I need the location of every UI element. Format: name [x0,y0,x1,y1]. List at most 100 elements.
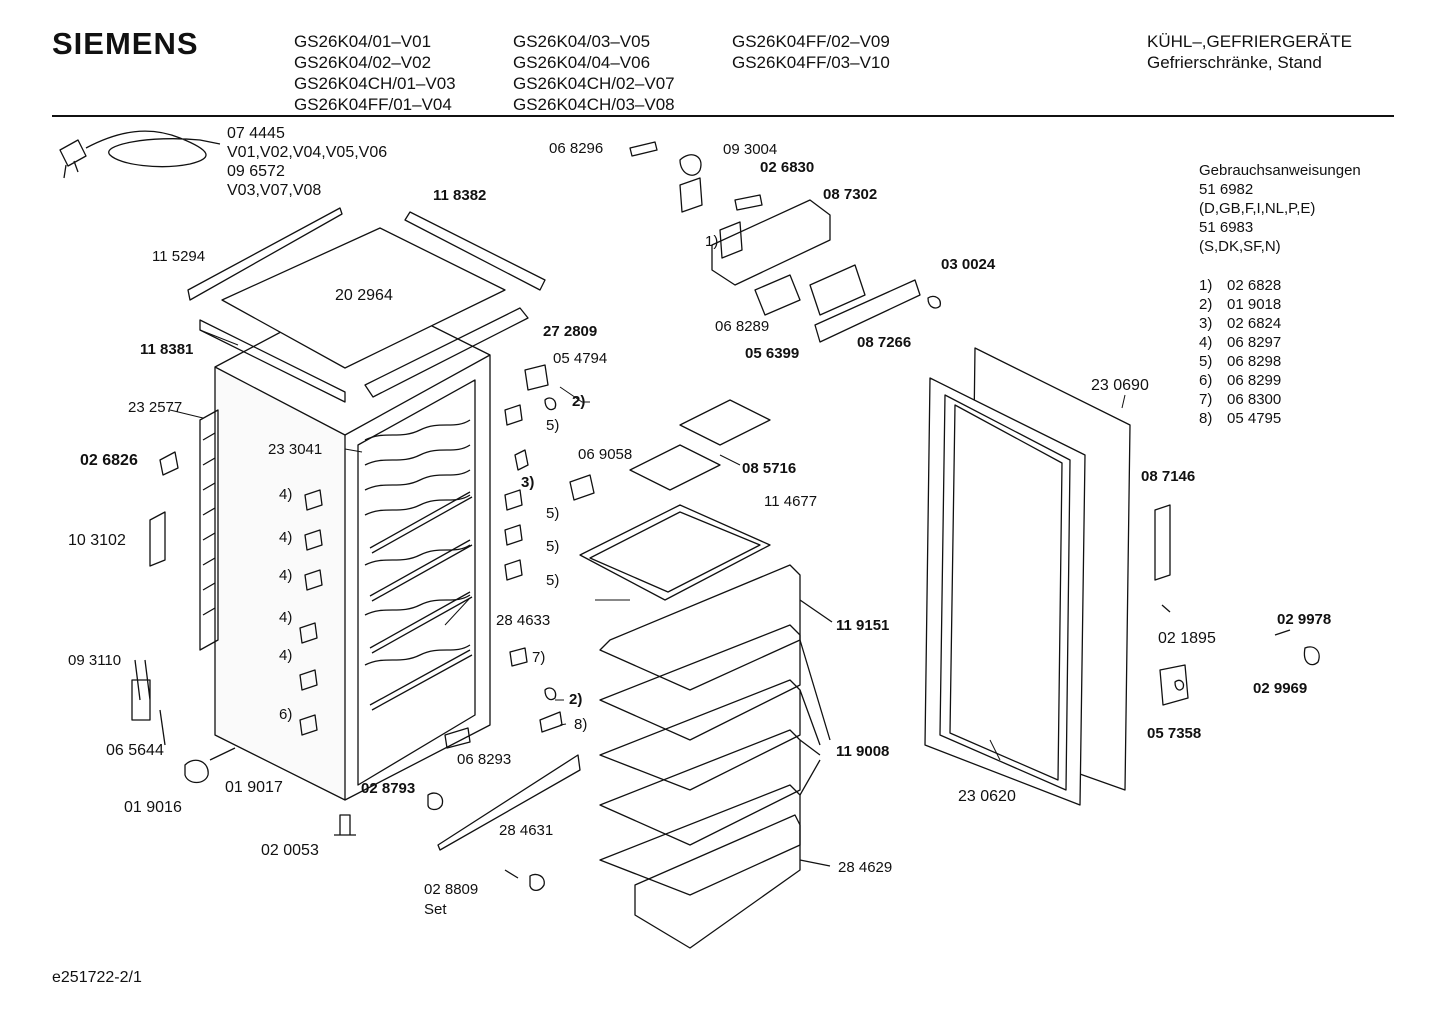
drawers-drawing [599,564,833,949]
footnote-row: 2)01 9018 [1199,295,1281,314]
footnote-row: 8)05 4795 [1199,409,1281,428]
part-label: 27 2809 [543,323,598,340]
footnote-row: 6) 06 8299 [1199,371,1281,390]
model-column-2: GS26K04/03–V05 GS26K04/04–V06 GS26K04CH/… [513,31,675,115]
header-rule [52,115,1394,117]
part-label: 08 7266 [857,334,912,351]
part-number: 09 6572 [227,163,285,180]
model-number: GS26K04/01–V01 [294,32,432,51]
part-label: 05 4794 [553,350,608,367]
part-label: 11 8381 [140,341,194,358]
part-label: 02 9969 [1253,680,1308,697]
part-label: 05 6399 [745,345,800,362]
part-label: 05 7358 [1147,725,1202,742]
category-heading: KÜHL–,GEFRIERGERÄTE Gefrierschränke, Sta… [1147,31,1352,73]
document-id: e251722-2/1 [52,969,142,986]
part-label: 28 4631 [499,822,554,839]
model-number: GS26K04/03–V05 [513,32,651,51]
variant-list: V03,V07,V08 [227,182,322,199]
part-label: 03 0024 [941,256,996,273]
callout-marker: 6) [279,706,293,723]
cable-part-label: 07 4445 V01,V02,V04,V05,V06 09 6572 V03,… [227,124,387,200]
hardware-drawings [131,364,595,892]
footnote-part: 05 4795 [1227,410,1282,427]
part-label: 23 2577 [128,399,183,416]
manuals-title: Gebrauchsanweisungen [1199,162,1361,179]
part-label: 28 4629 [838,859,893,876]
manuals-block: Gebrauchsanweisungen 51 6982 (D,GB,F,I,N… [1199,161,1361,256]
callout-marker: 2) [569,691,583,708]
callout-marker: 8) [574,716,588,733]
manual-number: 51 6982 [1199,181,1254,198]
footnote-key: 7) [1199,391,1213,408]
part-label: 06 8293 [457,751,512,768]
category-subtitle: Gefrierschränke, Stand [1147,53,1322,72]
model-number: GS26K04/04–V06 [513,53,651,72]
power-cable-drawing [59,130,221,179]
model-number: GS26K04FF/01–V04 [294,95,452,114]
footnote-part: 06 8299 [1227,372,1282,389]
callout-marker: 4) [279,647,293,664]
callout-marker: 5) [546,417,560,434]
part-label: 23 3041 [268,441,323,458]
part-label: 02 6826 [80,452,138,469]
footnote-row: 1) 02 6828 [1199,276,1281,295]
manual-number: 51 6983 [1199,219,1254,236]
part-label: 01 9017 [225,779,283,796]
callout-marker: 4) [279,609,293,626]
footnote-part: 02 6824 [1227,315,1282,332]
callout-marker: 7) [532,649,546,666]
part-label: 28 4633 [496,612,551,629]
manual-languages: (S,DK,SF,N) [1199,238,1281,255]
footnote-key: 4) [1199,334,1213,351]
callout-marker: 5) [546,572,560,589]
part-label: 01 9016 [124,799,182,816]
ice-tray-drawing [579,399,771,601]
callout-marker: 5) [546,538,560,555]
model-number: GS26K04FF/03–V10 [732,53,890,72]
footnote-row: 4) 06 8297 [1199,333,1281,352]
part-label: 02 0053 [261,842,319,859]
part-label: 09 3110 [68,652,122,669]
footnote-key: 2) [1199,296,1213,313]
part-label: 11 9008 [836,743,890,760]
callout-marker: 4) [279,567,293,584]
part-label: 20 2964 [335,287,393,304]
part-label: 11 4677 [764,493,818,510]
footnote-key: 1) [1199,277,1213,294]
cabinet-body-drawing [214,289,491,801]
footnote-key: 6) [1199,372,1213,389]
part-label: 02 1895 [1158,630,1216,647]
footnote-row: 3) 02 6824 [1199,314,1281,333]
part-label: 06 5644 [106,742,164,759]
category-title: KÜHL–,GEFRIERGERÄTE [1147,32,1352,51]
footnote-part: 06 8300 [1227,391,1282,408]
part-label: 11 5294 [152,248,206,265]
footnote-row: 5)06 8298 [1199,352,1281,371]
callout-marker: 2) [572,393,586,410]
model-number: GS26K04FF/02–V09 [732,32,890,51]
manual-languages: (D,GB,F,I,NL,P,E) [1199,200,1316,217]
footnote-key: 3) [1199,315,1213,332]
leader-lines [169,329,1126,761]
footnote-part: 06 8297 [1227,334,1282,351]
part-label: 08 7146 [1141,468,1196,485]
part-label: 11 8382 [433,187,487,204]
part-label: 02 8793 [361,780,416,797]
part-label: 02 9978 [1277,611,1332,628]
model-number: GS26K04CH/02–V07 [513,74,675,93]
variant-list: V01,V02,V04,V05,V06 [227,144,388,161]
footnote-part: 02 6828 [1227,277,1282,294]
model-number: GS26K04CH/03–V08 [513,95,675,114]
callout-marker: 3) [521,474,535,491]
brand-logo: SIEMENS [52,26,199,61]
condenser-coil-drawing [199,409,219,651]
callout-marker: 5) [546,505,560,522]
control-assembly-drawing [629,141,941,343]
part-label: 23 0620 [958,788,1016,805]
door-drawing [924,347,1320,806]
callout-marker: 1) [705,233,719,250]
part-label: 02 6830 [760,159,815,176]
footnote-key: 5) [1199,353,1213,370]
